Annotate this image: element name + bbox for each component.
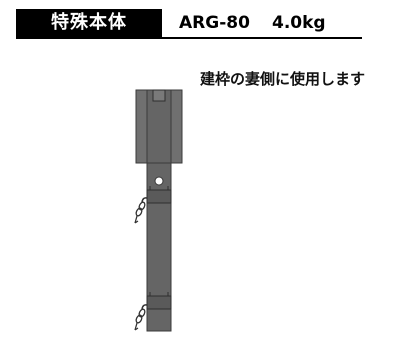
product-header: 特殊本体 ARG-80 4.0kg (16, 9, 362, 39)
top-notch (152, 89, 166, 102)
lower-clamp-plate (146, 295, 172, 310)
product-title: 特殊本体 (16, 9, 162, 37)
product-description: 建枠の妻側に使用します (200, 70, 366, 88)
bracket-illustration (124, 86, 194, 336)
product-model: ARG-80 (179, 13, 250, 33)
product-weight: 4.0kg (272, 13, 326, 33)
pin-hole (154, 176, 164, 186)
lower-chain-icon (134, 304, 148, 331)
bracket-illustration-svg (134, 89, 183, 332)
upper-chain-icon (134, 197, 148, 224)
left-flange (135, 89, 148, 164)
upper-clamp-plate (146, 189, 172, 204)
upper-body (146, 89, 172, 164)
right-flange (170, 89, 183, 164)
